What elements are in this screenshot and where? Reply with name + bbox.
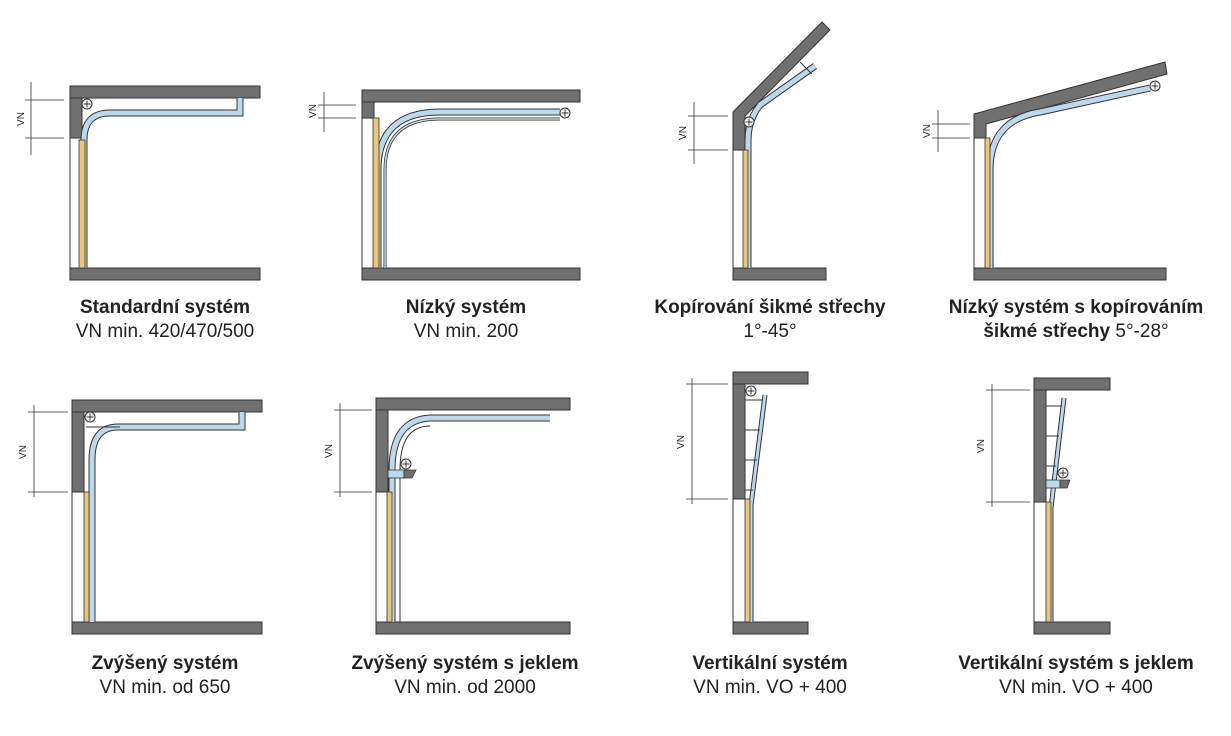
vn-label: VN [18,445,29,459]
caption-subtitle: VN min. od 650 [99,677,231,698]
pulley-icon [1149,80,1161,92]
vn-dimension: VN [676,378,728,504]
vn-dimension: VN [976,384,1030,507]
caption-low-sloped-roof: Nízký systém s kopírováním šikmé střechy… [928,296,1224,344]
caption-sloped-roof: Kopírování šikmé střechy 1°-45° [640,296,900,344]
caption-subtitle: 5°-28° [1115,321,1169,342]
panel-vertical-steel: VN [976,377,1111,635]
pulley-icon [81,98,93,110]
vn-label: VN [976,439,987,453]
vn-dimension: VN [308,92,356,132]
vn-dimension: VN [16,82,64,155]
caption-subtitle: VN min. 200 [413,321,519,342]
pulley-icon [84,411,96,423]
vn-label: VN [678,126,689,140]
caption-subtitle: 1°-45° [743,321,797,342]
caption-raised-system: Zvýšený systém VN min. od 650 [40,652,290,700]
panel-low-sloped-roof: VN [922,61,1168,281]
vn-label: VN [676,435,687,449]
pulley-icon [400,458,412,470]
panel-vertical-system: VN [676,371,809,635]
caption-vertical-steel: Vertikální systém s jeklem VN min. VO + … [928,652,1224,700]
caption-title: Nízký systém s kopírováním [948,297,1204,318]
pulley-icon [1057,467,1069,479]
panel-raised-steel: VN [324,397,571,635]
panel-low-system: VN [308,89,581,281]
vn-dimension: VN [678,102,728,164]
caption-subtitle: VN min. od 2000 [394,677,536,698]
pulley-icon [559,107,571,119]
vn-label: VN [922,124,933,138]
caption-title: Standardní systém [80,297,250,318]
panel-standard-system: VN [16,82,261,281]
panel-sloped-roof: VN [678,21,831,281]
caption-subtitle: VN min. 420/470/500 [75,321,255,342]
caption-raised-steel: Zvýšený systém s jeklem VN min. od 2000 [320,652,610,700]
caption-title: Zvýšený systém [91,653,239,674]
pulley-icon [743,116,755,128]
caption-title: Nízký systém [405,297,527,318]
caption-subtitle: VN min. VO + 400 [999,677,1153,698]
panel-raised-system: VN [18,399,263,635]
caption-low-system: Nízký systém VN min. 200 [346,296,586,344]
caption-title: Vertikální systém [692,653,848,674]
vn-label: VN [308,104,319,118]
vn-dimension: VN [18,405,68,497]
caption-title: Vertikální systém s jeklem [958,653,1194,674]
caption-title: Kopírování šikmé střechy [654,297,886,318]
caption-standard-system: Standardní systém VN min. 420/470/500 [40,296,290,344]
vn-label: VN [16,112,27,126]
pulley-icon [745,385,757,397]
vn-dimension: VN [922,110,970,152]
caption-title: Zvýšený systém s jeklem [351,653,579,674]
caption-vertical-system: Vertikální systém VN min. VO + 400 [640,652,900,700]
caption-title-line2: šikmé střechy [983,321,1111,342]
caption-subtitle: VN min. VO + 400 [693,677,847,698]
vn-label: VN [324,444,335,458]
vn-dimension: VN [324,403,372,497]
